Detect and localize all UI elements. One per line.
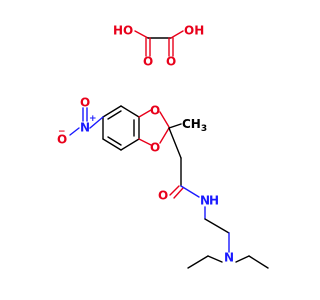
bond-co-double-b (173, 187, 184, 199)
oxygen-label-right: O (166, 55, 176, 69)
ring-bond-4 (120, 138, 140, 151)
nitro-o-minus-label: O (57, 133, 67, 147)
amide-h-label: H (209, 194, 219, 208)
nitro-n-label: N (80, 121, 90, 135)
bond-n-ethyl-right-1 (235, 255, 250, 263)
bond-c-methyl (168, 123, 182, 129)
chemical-structure: HO OH O O O − N + O O O CH3 (57, 24, 269, 269)
bond-n-ethyl-left-2 (187, 255, 209, 269)
bond-ring-nitro (89, 116, 104, 129)
ring-bond-2 (120, 105, 140, 118)
bond-o-bottom-c (159, 127, 170, 144)
bond-c2-oh (170, 30, 184, 39)
amide-n-label: N (200, 194, 210, 208)
bond-n-ethyl-left-1 (207, 255, 223, 263)
nitro-minus-sign: − (58, 127, 66, 137)
bond-o-top-c (159, 111, 170, 128)
bond-co-double-a (169, 185, 180, 196)
bond-ch2-ch2 (204, 218, 230, 234)
bond-ring-o-top (138, 109, 152, 118)
ring-inner-bond-1 (107, 110, 122, 120)
bond-ho-c1 (134, 30, 149, 39)
bond-n-ethyl-right-2 (248, 255, 269, 269)
ring-bond-1 (102, 105, 122, 118)
ho-label-left: HO (113, 24, 133, 38)
ring-inner-bond-3 (107, 136, 122, 146)
ring-oxygen-bottom-label: O (150, 141, 160, 155)
oxalic-acid: HO OH O O (113, 24, 204, 69)
main-molecule: O − N + O O O CH3 O N H N (57, 96, 269, 269)
ring-bond-5 (102, 138, 122, 151)
ring-oxygen-top-label: O (150, 104, 160, 118)
bond-c-ch2 (168, 127, 182, 159)
amide-oxygen-label: O (158, 189, 168, 203)
nitro-o-label: O (80, 96, 90, 110)
oh-label-right: OH (184, 24, 204, 38)
nitro-plus-sign: + (89, 114, 97, 124)
bond-n-o-minus (69, 127, 80, 136)
bond-ring-o-bottom (138, 138, 152, 146)
methyl-label: CH3 (182, 117, 207, 134)
amine-n-label: N (224, 251, 234, 265)
bond-co-nh (180, 185, 200, 198)
structure-canvas: HO OH O O O − N + O O O CH3 (57, 24, 269, 269)
oxygen-label-left: O (143, 55, 153, 69)
